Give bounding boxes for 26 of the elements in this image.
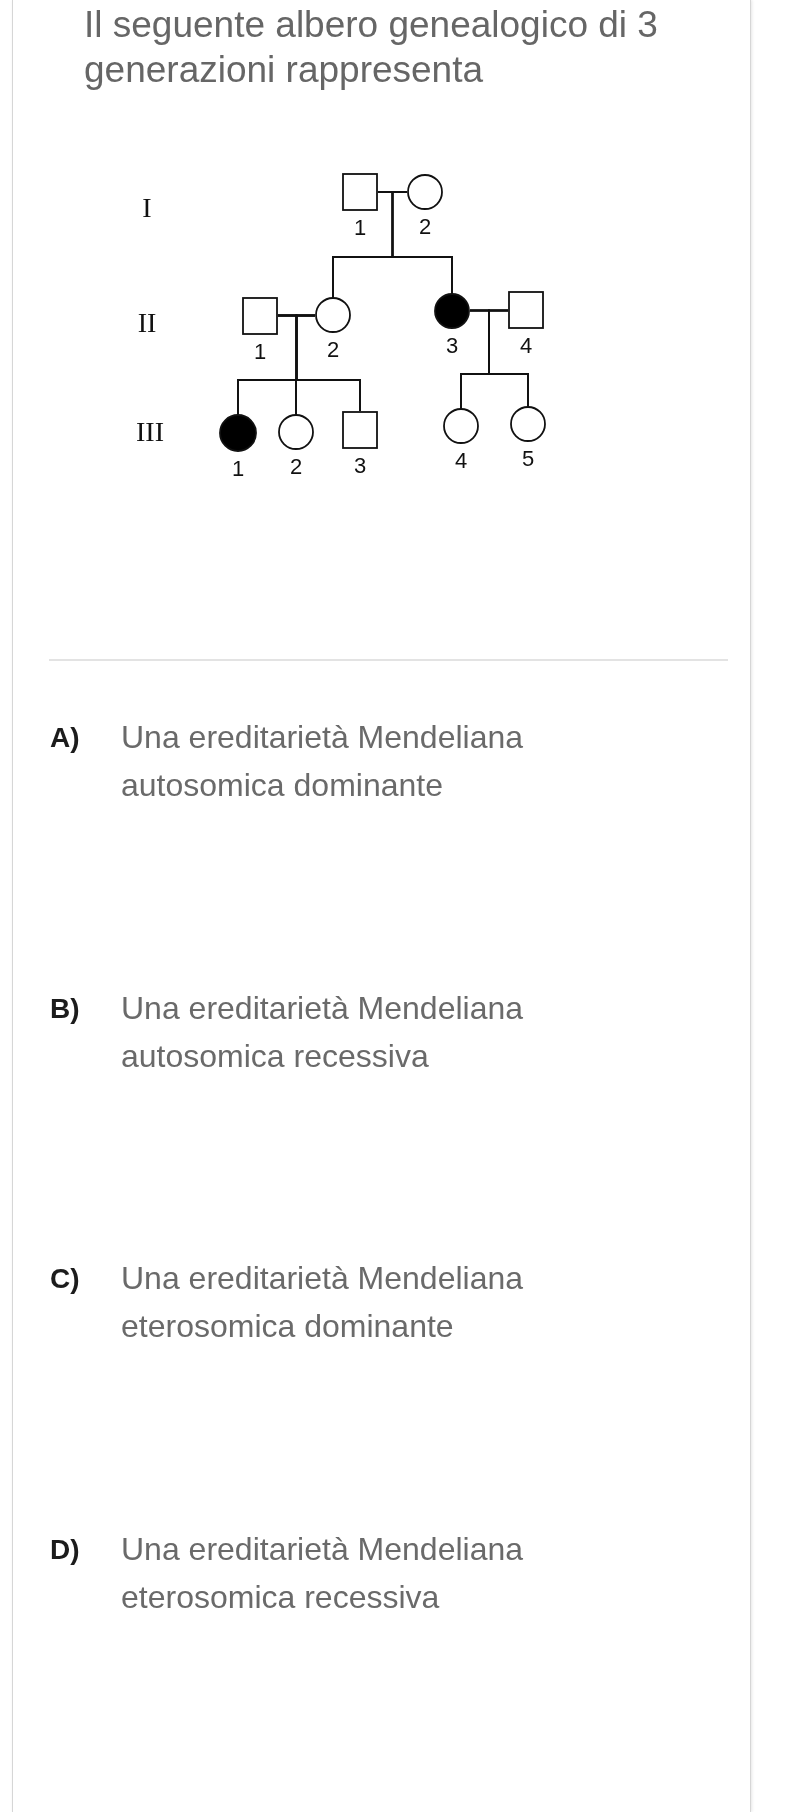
individual-number: 4 [519, 335, 533, 357]
individual-number: 3 [445, 335, 459, 357]
individual-number: 2 [418, 216, 432, 238]
generation-label: I [142, 194, 152, 222]
option-letter: D) [50, 1532, 80, 1567]
question-text: Il seguente albero genealogico di 3 generazioni rappresenta [84, 3, 659, 92]
option-text: Una ereditarietà Mendeliana autosomica recessiva [121, 988, 525, 1076]
individual-number: 2 [326, 339, 340, 361]
generation-label: II [137, 309, 157, 337]
individual-number: 1 [253, 341, 267, 363]
individual-number: 3 [353, 455, 367, 477]
descent-line [488, 309, 529, 407]
individual-number: 1 [353, 217, 367, 239]
option-letter: B) [50, 991, 80, 1026]
option-text: Una ereditarietà Mendeliana autosomica dominante [121, 718, 525, 805]
option-letter: A) [50, 721, 80, 755]
option-text: Una ereditarietà Mendeliana eterosomica recessiva [121, 1529, 525, 1617]
option-text: Una ereditarietà Mendeliana eterosomica dominante [121, 1259, 525, 1346]
individual-number: 5 [521, 448, 535, 470]
descent-line [295, 314, 361, 412]
individual-number: 1 [231, 458, 245, 480]
option-letter: C) [50, 1262, 80, 1296]
individual-number: 2 [289, 456, 303, 478]
generation-label: III [136, 418, 164, 446]
descent-line [391, 191, 453, 294]
individual-number: 4 [454, 450, 468, 472]
